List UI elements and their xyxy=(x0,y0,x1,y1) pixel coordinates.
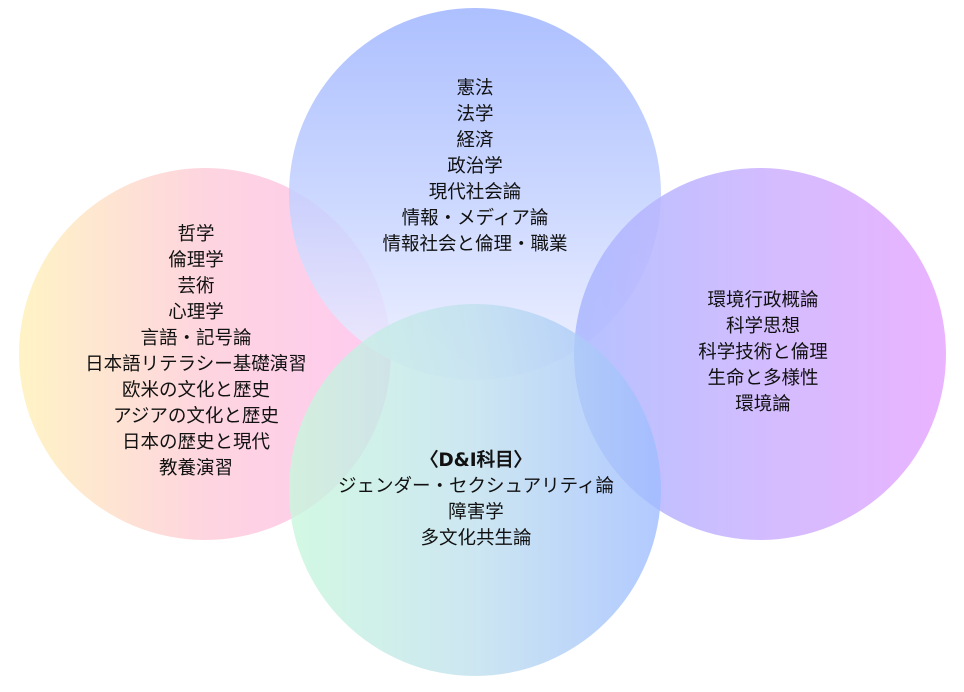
course-item: 現代社会論 xyxy=(428,182,522,203)
course-item: 環境行政概論 xyxy=(707,290,819,311)
course-item: 多文化共生論 xyxy=(420,528,532,549)
course-item: 科学技術と倫理 xyxy=(698,342,828,363)
course-item: 憲法 xyxy=(456,78,494,99)
course-item: 経済 xyxy=(456,130,494,151)
circle-dni xyxy=(289,304,661,676)
course-item: 心理学 xyxy=(168,302,224,323)
course-item: 環境論 xyxy=(735,394,791,415)
course-item: 教養演習 xyxy=(158,458,234,479)
course-item: 障害学 xyxy=(448,502,504,523)
course-item: 情報・メディア論 xyxy=(401,208,549,229)
left-circle-list: 哲学 倫理学 芸術 心理学 言語・記号論 日本語リテラシー基礎演習 欧米の文化と… xyxy=(85,222,307,482)
course-item: 哲学 xyxy=(177,224,215,245)
bottom-circle-list: 〈D&I科目〉 ジェンダー・セクシュアリティ論 障害学 多文化共生論 xyxy=(338,448,614,552)
dni-heading: 〈D&I科目〉 xyxy=(419,450,533,471)
course-item: 芸術 xyxy=(177,276,215,297)
course-item: ジェンダー・セクシュアリティ論 xyxy=(337,476,615,497)
course-item: 生命と多様性 xyxy=(707,368,819,389)
course-item: 欧米の文化と歴史 xyxy=(121,380,271,401)
top-circle-list: 憲法 法学 経済 政治学 現代社会論 情報・メディア論 情報社会と倫理・職業 xyxy=(382,76,567,258)
course-item: 日本語リテラシー基礎演習 xyxy=(85,354,307,375)
course-item: 言語・記号論 xyxy=(140,328,252,349)
course-item: 科学思想 xyxy=(725,316,801,337)
right-circle-list: 環境行政概論 科学思想 科学技術と倫理 生命と多様性 環境論 xyxy=(698,288,828,418)
course-item: 日本の歴史と現代 xyxy=(121,432,271,453)
course-item: 倫理学 xyxy=(168,250,224,271)
course-item: 法学 xyxy=(456,104,494,125)
course-item: 政治学 xyxy=(447,156,503,177)
course-item: アジアの文化と歴史 xyxy=(113,406,279,427)
course-item: 情報社会と倫理・職業 xyxy=(382,234,568,255)
